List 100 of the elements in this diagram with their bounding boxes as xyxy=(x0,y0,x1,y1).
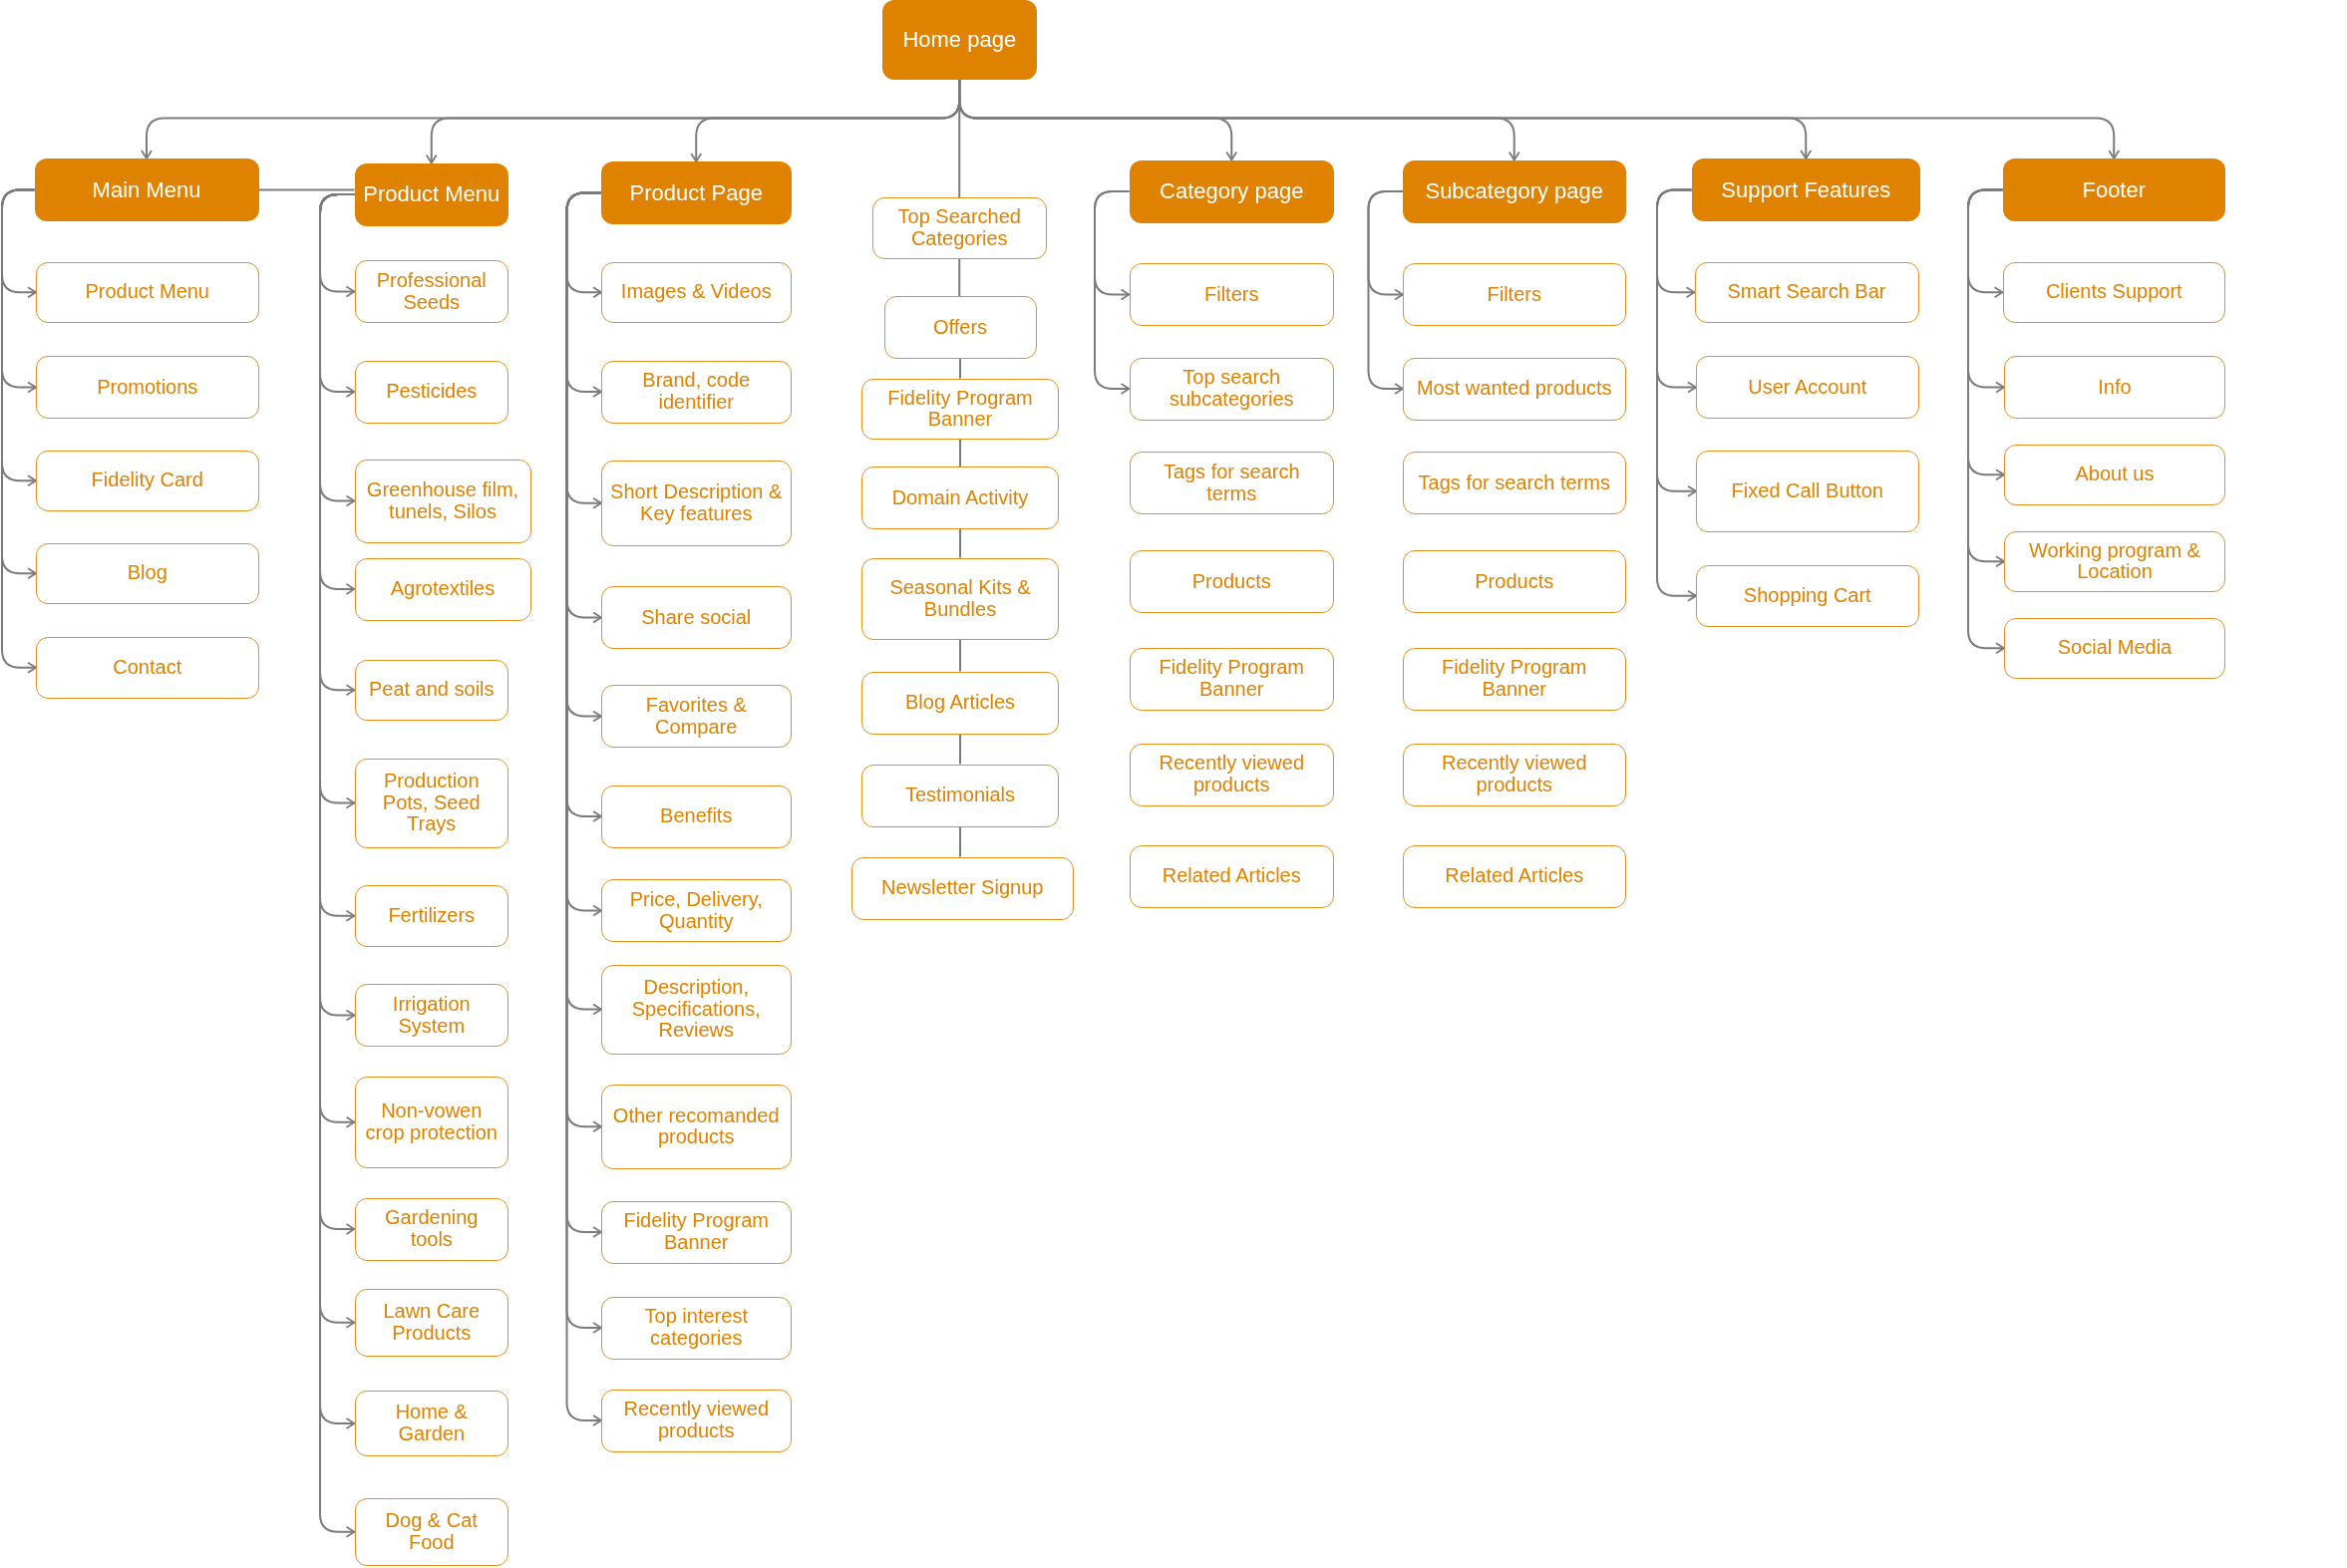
page-box xyxy=(601,360,792,424)
box-label: Price, Delivery, Quantity xyxy=(628,888,764,933)
page-box xyxy=(601,1084,792,1169)
box-label: Lawn Care Products xyxy=(382,1301,482,1345)
page-box xyxy=(354,984,508,1047)
box-label: Fidelity Program Banner xyxy=(1440,657,1588,701)
section-box xyxy=(1403,159,1626,223)
box-label: Products xyxy=(1475,570,1554,593)
box-label: Subcategory page xyxy=(1425,179,1604,203)
page-box xyxy=(1696,450,1919,532)
box-label: Related Articles xyxy=(1445,865,1584,887)
box-label: Related Articles xyxy=(1162,865,1301,887)
box-label: Recently viewed products xyxy=(622,1399,771,1442)
page-box xyxy=(1403,550,1626,613)
page-box xyxy=(861,671,1059,735)
box-label: Other recomanded products xyxy=(611,1104,781,1148)
page-box xyxy=(861,557,1059,640)
connector-line xyxy=(958,78,961,198)
box-label: Domain Activity xyxy=(891,486,1029,509)
page-box xyxy=(1403,452,1626,514)
box-label: Testimonials xyxy=(904,784,1015,806)
page-box xyxy=(354,659,508,721)
page-box xyxy=(1403,647,1626,711)
box-label: Fidelity Program Banner xyxy=(886,387,1034,431)
page-box xyxy=(601,964,792,1055)
page-box xyxy=(1129,743,1334,806)
box-label: Footer xyxy=(2082,177,2147,202)
page-box xyxy=(354,885,508,947)
page-box xyxy=(36,637,259,699)
box-label: Offers xyxy=(932,316,988,339)
page-box xyxy=(1696,356,1919,419)
box-label: Smart Search Bar xyxy=(1727,281,1886,304)
box-label: Product Page xyxy=(629,180,763,205)
page-box xyxy=(2004,530,2225,592)
box-label: Peat and soils xyxy=(368,679,495,702)
box-label: Clients Support xyxy=(2045,281,2182,304)
box-label: Professional Seeds xyxy=(375,269,488,314)
box-label: Top interest categories xyxy=(643,1306,749,1350)
box-label: Short Description & Key features xyxy=(610,481,783,525)
box-label: Main Menu xyxy=(92,177,201,202)
page-box xyxy=(601,461,792,546)
box-label: Seasonal Kits & Bundles xyxy=(888,577,1032,621)
arrow xyxy=(1967,188,2005,655)
section-box xyxy=(354,162,508,226)
page-box xyxy=(354,1197,508,1261)
page-box xyxy=(2004,444,2225,505)
box-label: Fidelity Program Banner xyxy=(622,1210,771,1254)
box-label: Products xyxy=(1191,570,1271,593)
page-box xyxy=(601,685,792,748)
box-label: Home & Garden xyxy=(394,1402,469,1445)
box-label: Blog Articles xyxy=(904,692,1016,714)
box-label: Category page xyxy=(1160,179,1304,203)
page-box xyxy=(1129,844,1334,908)
connector-line xyxy=(959,439,961,468)
page-box xyxy=(1403,263,1626,326)
page-box xyxy=(871,197,1047,259)
section-box xyxy=(2002,158,2225,221)
box-label: Shopping Cart xyxy=(1743,584,1871,607)
box-label: Images & Videos xyxy=(620,281,772,304)
box-label: Fixed Call Button xyxy=(1731,479,1883,502)
page-box xyxy=(601,1389,792,1452)
page-box xyxy=(861,467,1059,529)
box-label: Product Menu xyxy=(85,281,209,304)
box-label: Dog & Cat Food xyxy=(384,1510,479,1554)
box-label: Production Pots, Seed Trays xyxy=(381,771,482,835)
page-box xyxy=(1403,357,1626,421)
box-label: Favorites & Compare xyxy=(644,694,748,739)
box-label: Description, Specifications, Reviews xyxy=(630,977,762,1042)
page-box xyxy=(861,378,1059,440)
section-box xyxy=(1129,159,1334,223)
page-box xyxy=(36,542,259,604)
box-label: User Account xyxy=(1748,376,1867,399)
box-label: Gardening tools xyxy=(384,1207,480,1251)
page-box xyxy=(1403,743,1626,806)
box-label: About us xyxy=(2075,464,2155,486)
page-box xyxy=(1129,550,1334,613)
page-box xyxy=(601,586,792,649)
box-label: Tags for search terms xyxy=(1162,461,1301,505)
page-box xyxy=(2004,617,2225,679)
box-label: Blog xyxy=(127,562,168,585)
page-box xyxy=(36,356,259,419)
box-label: Most wanted products xyxy=(1416,378,1612,400)
connector-line xyxy=(959,825,961,858)
page-box xyxy=(354,459,531,543)
arrow xyxy=(1656,188,1697,602)
arrow xyxy=(1094,190,1131,395)
page-box xyxy=(601,1296,792,1360)
box-label: Newsletter Signup xyxy=(881,877,1044,899)
box-label: Greenhouse film, tunels, Silos xyxy=(365,478,520,523)
page-box xyxy=(601,261,792,323)
box-label: Product Menu xyxy=(363,182,501,206)
box-label: Top Searched Categories xyxy=(896,206,1022,250)
page-box xyxy=(2002,261,2225,323)
connector-line xyxy=(959,733,961,766)
box-label: Filters xyxy=(1204,283,1259,306)
page-box xyxy=(601,1200,792,1264)
box-label: Home page xyxy=(902,27,1017,52)
page-box xyxy=(354,260,508,323)
page-box xyxy=(354,1498,508,1566)
box-label: Filters xyxy=(1487,283,1541,306)
